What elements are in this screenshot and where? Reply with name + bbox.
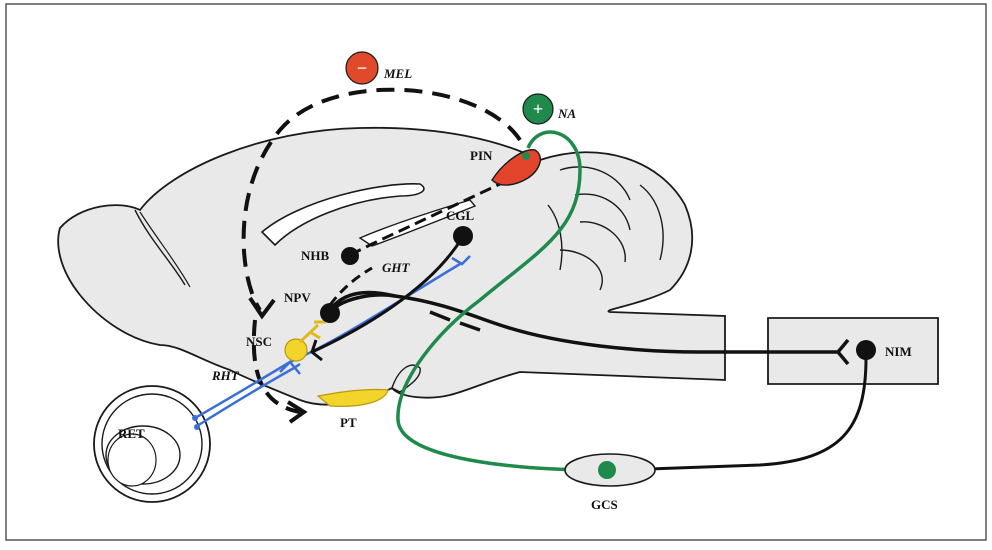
- mel-badge: −: [346, 52, 378, 84]
- na-badge: +: [523, 94, 553, 124]
- nhb-neuron: [341, 247, 359, 265]
- eye: [94, 386, 210, 502]
- nim-neuron: [856, 340, 876, 360]
- mel-sign: −: [357, 58, 367, 78]
- label-ret: RET: [118, 426, 145, 441]
- label-rht: RHT: [211, 368, 240, 383]
- label-cgl: CGL: [446, 208, 475, 223]
- label-mel: MEL: [383, 66, 412, 81]
- label-gcs: GCS: [591, 497, 618, 512]
- na-sign: +: [533, 99, 543, 119]
- label-npv: NPV: [284, 290, 311, 305]
- label-nim: NIM: [885, 344, 912, 359]
- npv-neuron: [320, 303, 340, 323]
- cgl-neuron: [453, 226, 473, 246]
- nsc-nucleus: [285, 339, 307, 361]
- gcs-ganglion: [565, 454, 655, 486]
- label-ght: GHT: [382, 260, 411, 275]
- label-pt: PT: [340, 415, 357, 430]
- label-nsc: NSC: [246, 334, 272, 349]
- label-na: NA: [557, 106, 576, 121]
- label-nhb: NHB: [301, 248, 330, 263]
- label-pin: PIN: [470, 148, 493, 163]
